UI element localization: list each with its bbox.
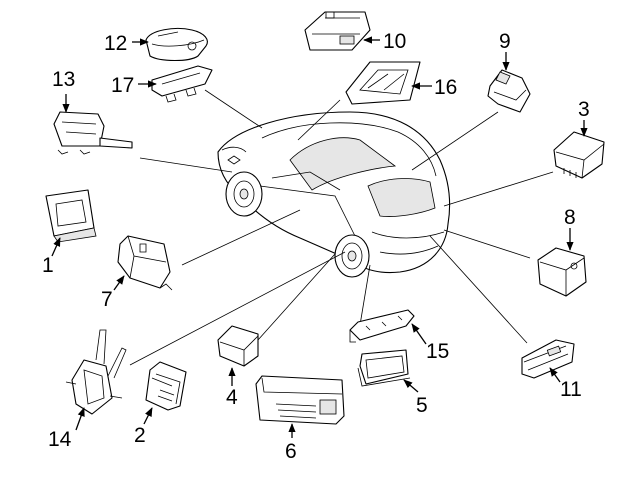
part-2-module xyxy=(145,361,187,411)
leader-lines xyxy=(129,89,554,366)
callout-11: 11 xyxy=(560,378,582,401)
part-4-control-module xyxy=(217,325,259,367)
callout-12: 12 xyxy=(104,32,127,55)
leader-line-8 xyxy=(443,229,531,259)
leader-line-15 xyxy=(359,264,371,326)
leader-line-14 xyxy=(129,251,346,366)
callout-15: 15 xyxy=(426,340,449,363)
callout-10: 10 xyxy=(383,30,406,53)
callout-1: 1 xyxy=(42,254,54,277)
leader-line-13 xyxy=(139,157,233,173)
arrow-14 xyxy=(75,407,85,431)
leader-line-17 xyxy=(204,89,263,129)
vehicle-illustration xyxy=(217,111,451,278)
part-3-control-module xyxy=(553,131,605,179)
part-10-control-unit xyxy=(304,11,371,51)
callout-4: 4 xyxy=(226,386,238,409)
part-6-control-panel xyxy=(255,375,345,425)
part-9-sensor-module xyxy=(487,69,531,113)
callout-16: 16 xyxy=(434,76,457,99)
leader-line-11 xyxy=(429,235,528,344)
part-7-module-bracket xyxy=(117,235,173,291)
part-8-control-module xyxy=(537,247,587,297)
callout-arrows xyxy=(51,36,588,438)
leader-line-9 xyxy=(411,111,499,171)
part-12-control-module xyxy=(145,27,208,62)
arrow-15 xyxy=(411,323,427,345)
leader-line-3 xyxy=(443,171,554,207)
part-1-control-unit xyxy=(45,189,97,243)
arrow-5 xyxy=(403,379,419,393)
part-15-bracket-strip xyxy=(349,309,415,343)
callout-numbers: 12 10 9 13 17 16 3 1 8 7 15 11 4 5 14 2 … xyxy=(42,30,590,463)
arrow-2 xyxy=(143,407,153,425)
arrow-7 xyxy=(113,275,125,291)
leader-line-4 xyxy=(257,253,336,341)
callout-2: 2 xyxy=(134,424,146,447)
callout-3: 3 xyxy=(578,98,590,121)
leader-line-16 xyxy=(297,99,341,141)
callout-9: 9 xyxy=(499,30,511,53)
arrow-1 xyxy=(51,237,61,257)
callout-5: 5 xyxy=(416,394,428,417)
part-14-switch-assembly xyxy=(65,329,127,415)
callout-17: 17 xyxy=(111,74,134,97)
part-5-panel-module xyxy=(357,349,411,387)
callout-8: 8 xyxy=(564,206,576,229)
callout-6: 6 xyxy=(285,440,297,463)
callout-13: 13 xyxy=(52,68,75,91)
part-13-bracket-assembly xyxy=(53,111,133,155)
part-11-control-unit xyxy=(521,339,575,379)
callout-7: 7 xyxy=(101,288,113,311)
part-16-bracket xyxy=(345,61,421,105)
leader-line-7 xyxy=(181,209,301,266)
part-17-bracket-module xyxy=(151,65,213,103)
arrow-11 xyxy=(549,367,561,383)
callout-14: 14 xyxy=(48,428,72,451)
